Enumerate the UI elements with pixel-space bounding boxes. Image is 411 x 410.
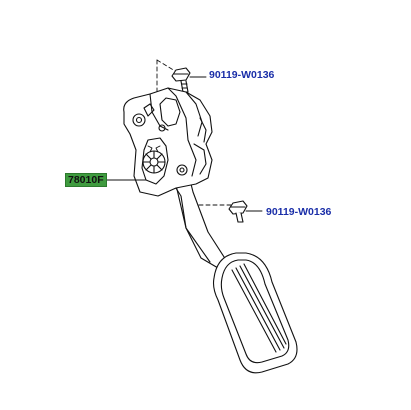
sensor-gear [142, 145, 166, 174]
pedal-pad [212, 252, 298, 374]
lower-bolt-icon [228, 200, 248, 223]
part-number-upper-bolt[interactable]: 90119-W0136 [209, 69, 275, 81]
pedal-arm [171, 179, 227, 269]
part-number-78010F[interactable]: 78010F [65, 173, 107, 187]
leader-lines [106, 76, 263, 212]
upper-bolt-icon [171, 67, 191, 93]
part-number-lower-bolt[interactable]: 90119-W0136 [266, 206, 332, 218]
